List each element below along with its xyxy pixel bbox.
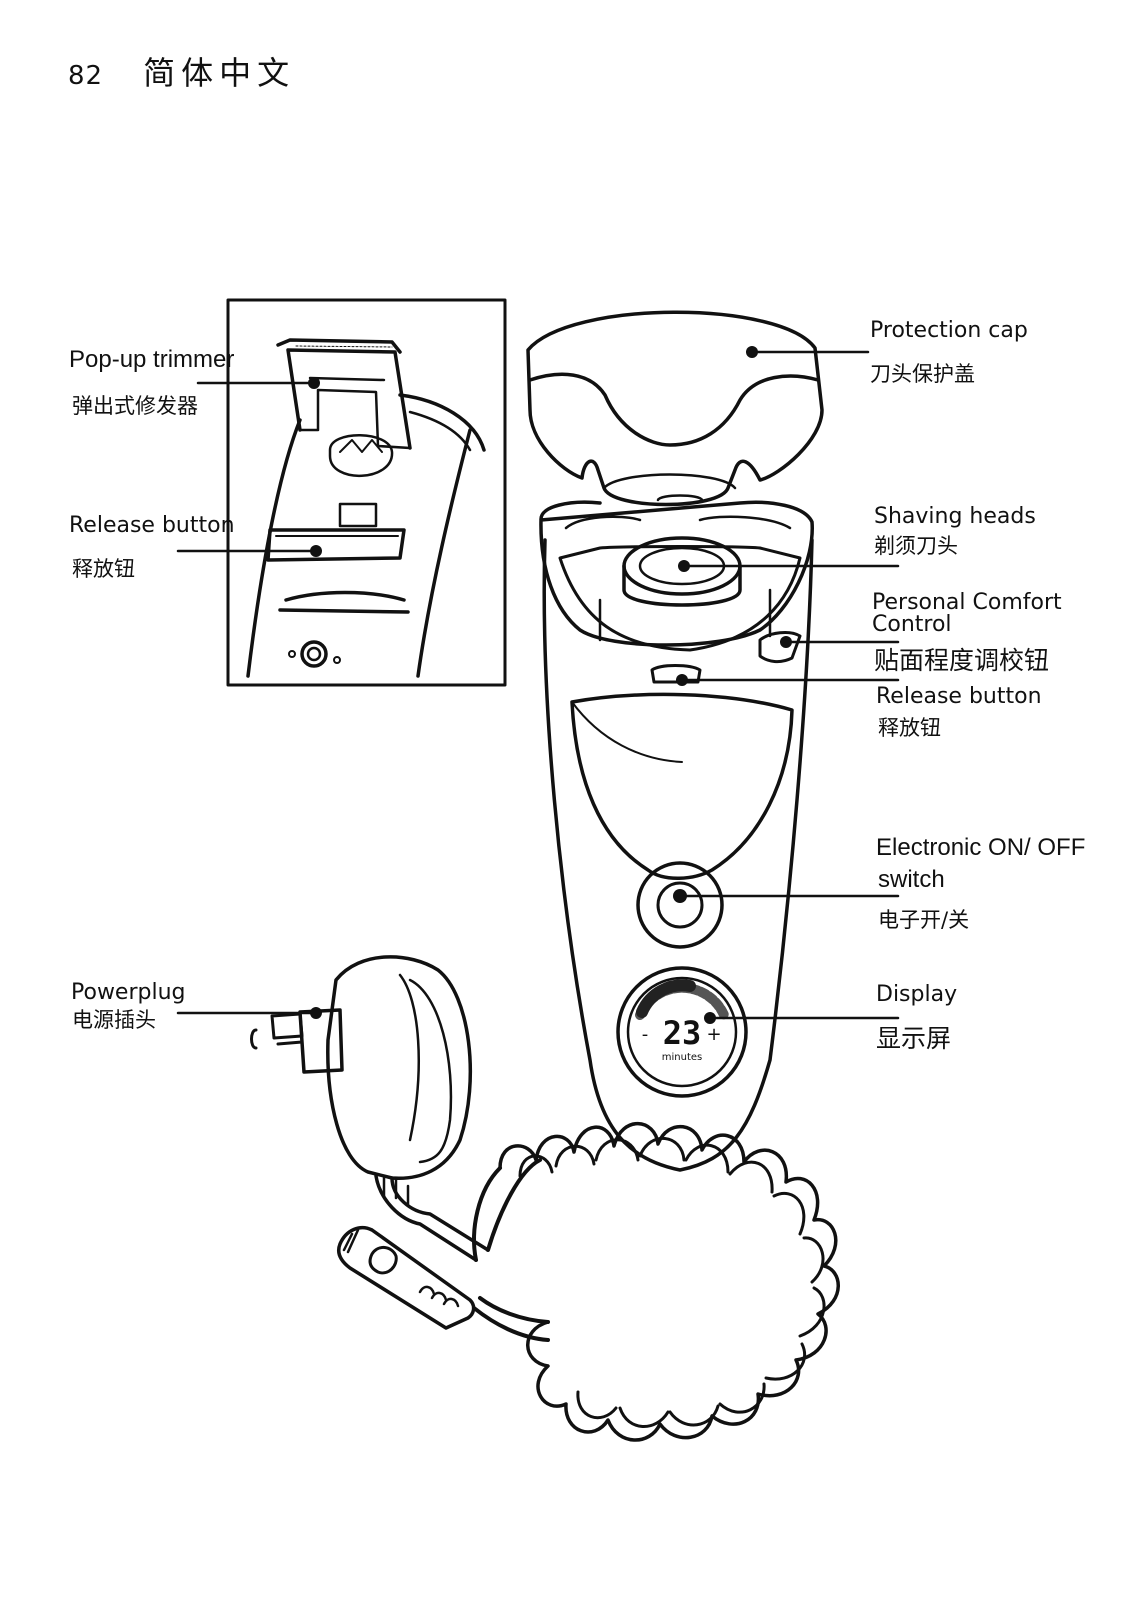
label-popup-trimmer-zh: 弹出式修发器 xyxy=(72,394,198,418)
appliance-connector xyxy=(337,1225,476,1330)
display-unit: minutes xyxy=(662,1052,702,1063)
page-language-title: 简体中文 xyxy=(143,54,296,92)
trimmer-inset xyxy=(226,298,507,687)
label-onoff-switch-zh: 电子开/关 xyxy=(878,908,970,932)
label-display-zh: 显示屏 xyxy=(876,1024,952,1053)
page-number: 82 xyxy=(68,61,104,91)
power-cord xyxy=(374,1121,840,1442)
page-header: 82 简体中文 xyxy=(68,48,295,94)
power-plug-adapter xyxy=(250,955,473,1180)
display-minus: - xyxy=(642,1024,649,1045)
display-plus: + xyxy=(706,1024,721,1045)
label-protection-cap-zh: 刀头保护盖 xyxy=(870,362,975,386)
label-shaving-heads-zh: 剃须刀头 xyxy=(874,534,958,558)
label-popup-trimmer-en: Pop-up trimmer xyxy=(69,346,235,373)
label-release-button-right-zh: 释放钮 xyxy=(878,716,941,740)
label-comfort-control-en-1: Personal Comfort xyxy=(872,590,1062,615)
display-value: 23 xyxy=(663,1014,702,1052)
label-comfort-control-en-2: Control xyxy=(872,612,952,637)
label-shaving-heads-en: Shaving heads xyxy=(874,504,1036,529)
label-onoff-switch-en-1: Electronic ON/ OFF xyxy=(876,834,1086,861)
leader-lines xyxy=(176,350,900,1020)
label-release-button-left-zh: 释放钮 xyxy=(72,557,135,581)
label-display-en: Display xyxy=(876,982,958,1007)
label-protection-cap-en: Protection cap xyxy=(870,318,1028,343)
label-release-button-right-en: Release button xyxy=(876,684,1042,709)
display-readout: 23 - + minutes xyxy=(642,1014,722,1063)
label-comfort-control-zh: 贴面程度调校钮 xyxy=(874,646,1050,675)
label-powerplug-zh: 电源插头 xyxy=(72,1008,156,1032)
label-release-button-left-en: Release button xyxy=(69,513,235,538)
label-powerplug-en: Powerplug xyxy=(71,980,186,1005)
label-onoff-switch-en-2: switch xyxy=(878,866,945,893)
callout-points xyxy=(308,346,792,1024)
